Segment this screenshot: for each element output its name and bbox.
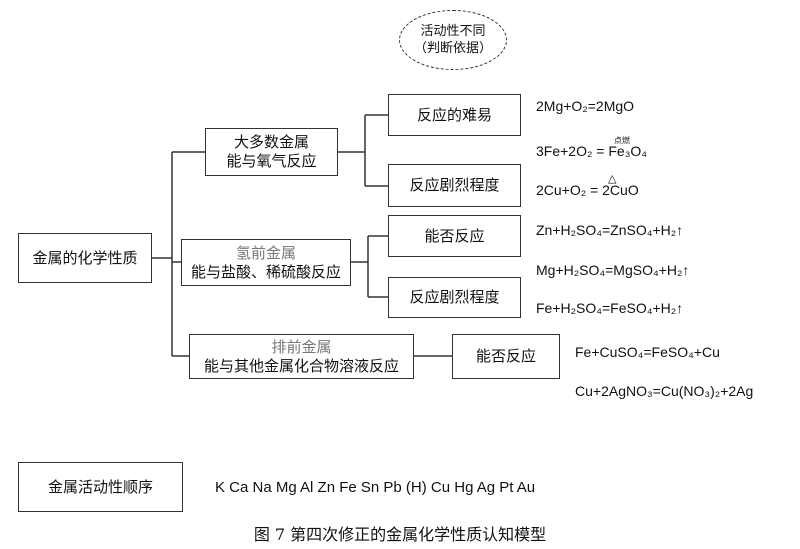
branch2-sub2-label: 反应剧烈程度 — [409, 288, 500, 306]
equation-mg-o2: 2Mg+O₂=2MgO — [536, 98, 635, 114]
series-box: 金属活动性顺序 — [18, 462, 183, 512]
equation-cu-o2: 2Cu+O₂ = 2CuO — [536, 182, 639, 198]
branch1-sub2-label: 反应剧烈程度 — [409, 176, 500, 194]
branch1-line1: 大多数金属 — [233, 133, 309, 151]
cloud-line2: （判断依据） — [413, 41, 492, 56]
cloud-line1: 活动性不同 — [420, 24, 486, 39]
branch3-sub1-box: 能否反应 — [452, 334, 560, 379]
branch1-sub1-label: 反应的难易 — [416, 105, 492, 124]
equation-zn-h2so4: Zn+H₂SO₄=ZnSO₄+H₂↑ — [536, 222, 684, 238]
equation-mg-h2so4: Mg+H₂SO₄=MgSO₄+H₂↑ — [536, 262, 690, 278]
branch2-sub1-label: 能否反应 — [424, 226, 485, 245]
branch1-box: 大多数金属 能与氧气反应 — [205, 128, 338, 176]
activity-series: K Ca Na Mg Al Zn Fe Sn Pb (H) Cu Hg Ag P… — [215, 479, 536, 496]
branch1-sub1-box: 反应的难易 — [388, 94, 521, 136]
criterion-cloud: 活动性不同 （判断依据） — [399, 10, 507, 70]
root-box: 金属的化学性质 — [18, 233, 152, 283]
branch1-sub2-box: 反应剧烈程度 — [388, 164, 521, 207]
equation-fe-o2-condition: 点燃 — [614, 136, 630, 145]
branch3-box: 排前金属 能与其他金属化合物溶液反应 — [189, 334, 414, 379]
equation-cu-agno3: Cu+2AgNO₃=Cu(NO₃)₂+2Ag — [575, 383, 754, 399]
equation-fe-o2: 3Fe+2O₂ = Fe₃O₄ — [536, 143, 648, 159]
branch2-sub2-box: 反应剧烈程度 — [388, 277, 521, 318]
equation-fe-cuso4: Fe+CuSO₄=FeSO₄+Cu — [575, 344, 720, 360]
branch2-line1: 氢前金属 — [235, 243, 296, 262]
branch2-box: 氢前金属 能与盐酸、稀硫酸反应 — [181, 239, 351, 286]
branch3-line2: 能与其他金属化合物溶液反应 — [203, 356, 399, 375]
branch3-sub1-label: 能否反应 — [475, 347, 536, 365]
equation-fe-h2so4: Fe+H₂SO₄=FeSO₄+H₂↑ — [536, 300, 684, 316]
equation-cu-o2-condition: △ — [608, 172, 617, 185]
branch2-sub1-box: 能否反应 — [388, 215, 521, 257]
branch1-line2: 能与氧气反应 — [226, 152, 317, 170]
series-box-label: 金属活动性顺序 — [47, 477, 153, 496]
branch3-line1: 排前金属 — [271, 337, 332, 356]
figure-caption: 图 7 第四次修正的金属化学性质认知模型 — [253, 525, 547, 544]
branch2-line2: 能与盐酸、稀硫酸反应 — [190, 262, 341, 281]
root-label: 金属的化学性质 — [32, 248, 138, 267]
